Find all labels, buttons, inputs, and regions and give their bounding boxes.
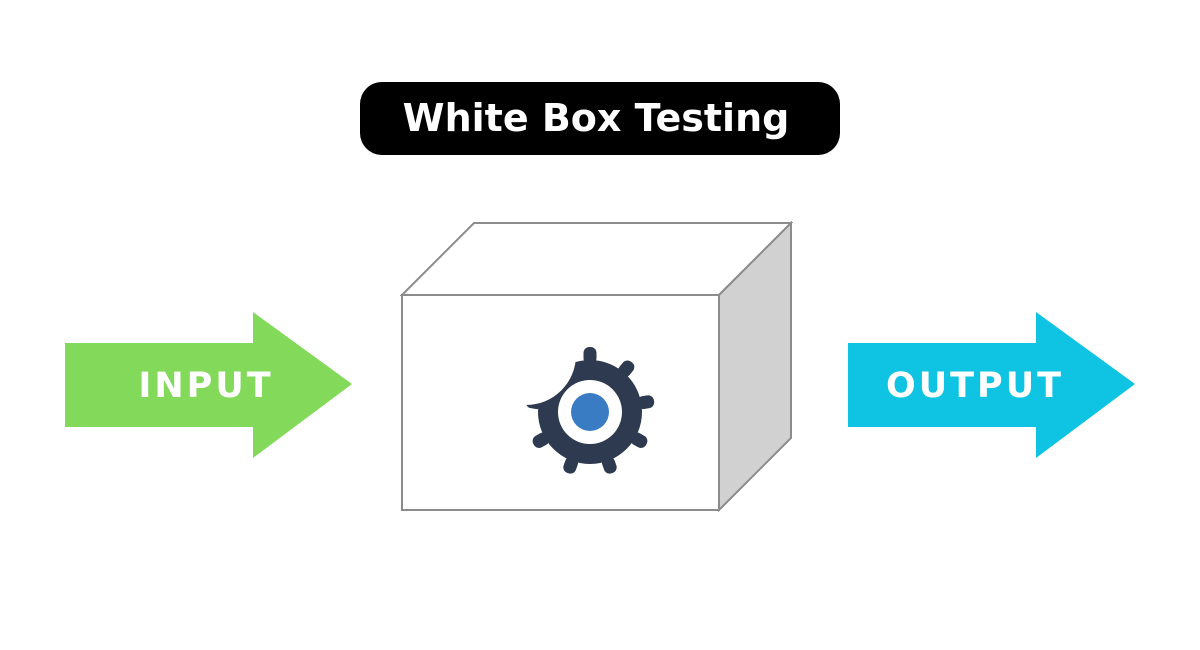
gear-tooth [583,347,597,364]
gear-hub [571,393,609,431]
title-text: White Box Testing [402,95,790,140]
large-gear-icon [476,305,655,474]
title-badge: White Box Testing [360,82,840,155]
gear-gap [476,305,576,405]
input-arrow-shape [65,312,352,458]
output-arrow-label: OUTPUT [886,366,1064,406]
white-box [399,220,794,513]
input-arrow: INPUT [65,312,352,458]
output-arrow: OUTPUT [848,312,1135,458]
gears-icon [476,305,655,474]
output-arrow-shape [848,312,1135,458]
input-arrow-label: INPUT [138,366,273,406]
